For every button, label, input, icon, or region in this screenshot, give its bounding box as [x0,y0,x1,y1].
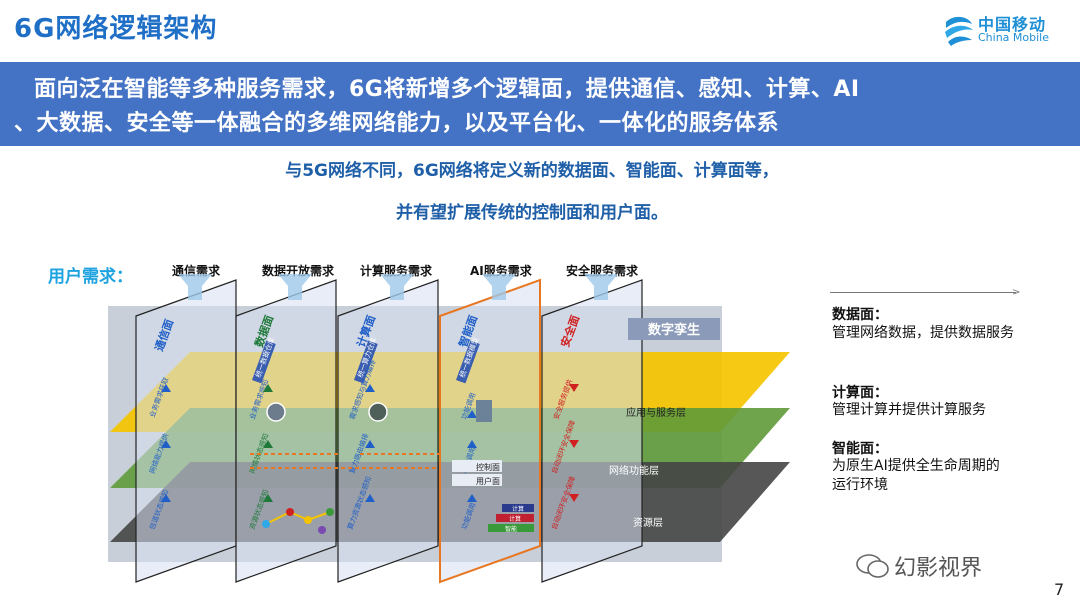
page-title: 6G网络逻辑架构 [14,14,218,44]
layer-label-application: 应用与服务层 [626,406,686,419]
legend-bar-red [496,514,534,522]
intelligence-plane-image-icon [476,400,492,422]
plane-cards [135,278,643,584]
up-arrows [161,384,477,502]
legend-label-1: 计算 [509,515,521,523]
down-arrows [569,384,579,502]
up-arrow-icon [365,494,375,502]
layer-label-resource: 资源层 [633,516,663,529]
up-arrow-icon [263,440,273,448]
funnel-arrow-icon [482,274,516,300]
plane-tag-box-intelligence [456,340,480,384]
digital-twin-label: 数字孪生 [648,322,700,338]
legend-label-2: 智能 [505,525,517,533]
logo-text-en: China Mobile [978,31,1050,44]
plane-tag-box-data [252,340,276,384]
plane-card-security [541,279,643,583]
watermark-text: 幻影视界 [894,556,983,581]
up-arrow-icon [263,384,273,392]
note-head-intelligence-plane: 智能面： [832,441,888,457]
banner-line-2: 、大数据、安全等一体融合的多维网络能力，以及平台化、一体化的服务体系 [14,111,780,136]
funnel-arrow-icon [584,274,618,300]
up-arrow-icon [365,384,375,392]
user-demand-label: 用户需求： [48,267,133,287]
logical-architecture-diagram: 数字孪生 应用与服务层 网络功能层 资源层 通信面 数据面 计算面 智能面 安全… [108,278,790,584]
logo-text-cn: 中国移动 [978,15,1047,34]
data-plane-node-icon [266,402,286,422]
china-mobile-logo: 中国移动 China Mobile [942,10,1064,50]
funnel-arrow-icon [278,274,312,300]
note-head-compute-plane: 计算面： [832,385,888,401]
user-plane-box [452,474,502,486]
layer-label-network: 网络功能层 [609,464,659,477]
down-arrow-icon [569,494,579,502]
plane-tag-box-compute [354,340,378,384]
up-arrow-icon [467,410,477,418]
logo-swirl-icon [945,16,973,46]
down-arrow-icon [569,384,579,392]
resource-network-graph [262,508,334,534]
legend-bar-green [488,524,534,532]
note-body-intelligence-plane: 为原生AI提供全生命周期的运行环境 [832,458,1000,493]
timeline-arrow-line [830,292,1016,293]
plane-card-compute [337,279,439,583]
arrow-right-icon: > [1012,287,1021,298]
up-arrow-icon [161,384,171,392]
plane-card-communication [135,279,237,583]
up-arrow-icon [365,440,375,448]
up-arrow-icon [263,494,273,502]
note-head-data-plane: 数据面： [832,307,888,323]
subtitle-line-1: 与5G网络不同，6G网络将定义新的数据面、智能面、计算面等， [285,161,779,181]
summary-banner: 面向泛在智能等多种服务需求，6G将新增多个逻辑面，提供通信、感知、计算、AI 、… [0,62,1080,146]
up-arrow-icon [161,440,171,448]
up-arrow-icon [161,494,171,502]
funnel-arrow-icon [178,274,212,300]
note-body-compute-plane: 管理计算并提供计算服务 [832,402,986,418]
legend-bar-blue [502,504,534,512]
plane-card-intelligence [439,278,541,584]
plane-card-data [235,279,337,583]
demand-security: 安全服务需求 [566,264,639,278]
user-plane-label: 用户面 [476,476,500,486]
legend-label-0: 计算 [512,505,524,513]
demand-compute: 计算服务需求 [360,264,433,278]
control-plane-label: 控制面 [476,462,500,472]
dashed-connectors [250,453,440,469]
up-arrow-icon [467,494,477,502]
control-plane-box [452,460,502,472]
compute-plane-node-icon [368,402,388,422]
down-arrow-icon [569,440,579,448]
digital-twin-box [628,318,720,340]
wechat-icon [856,554,889,578]
banner-line-1: 面向泛在智能等多种服务需求，6G将新增多个逻辑面，提供通信、感知、计算、AI [34,77,860,102]
note-body-data-plane: 管理网络数据，提供数据服务 [832,325,1014,341]
page-number: 7 [1054,580,1065,599]
subtitle-line-2: 并有望扩展传统的控制面和用户面。 [396,203,668,223]
funnel-arrow-icon [380,274,414,300]
up-arrow-icon [467,440,477,448]
